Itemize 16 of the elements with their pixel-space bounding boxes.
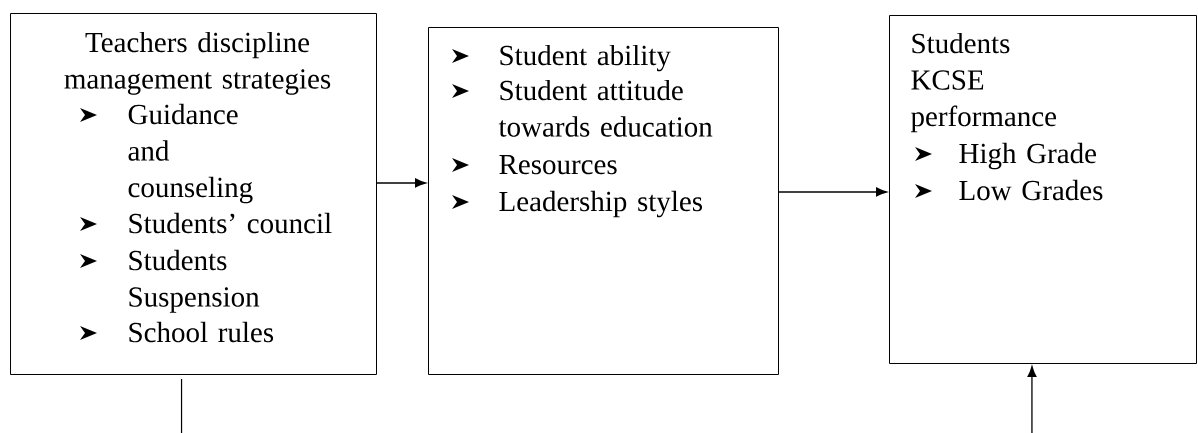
list-item: Students’ council	[129, 212, 332, 234]
list-item: Low Grades	[959, 179, 1103, 201]
arrow	[778, 187, 887, 197]
list-item: Students Suspension	[129, 249, 260, 313]
list-item: Student attitude towards education	[498, 79, 713, 137]
list-item: School rules	[129, 321, 274, 343]
list-item: Student ability	[500, 44, 671, 72]
arrow	[1027, 366, 1037, 433]
list-item: Leadership styles	[499, 190, 703, 218]
list-item: Resources	[499, 155, 617, 175]
box-heading: Students KCSE performance	[910, 32, 1057, 133]
list-item: Guidance and counseling	[128, 103, 253, 204]
connector-line	[180, 378, 183, 433]
list-item: High Grade	[959, 142, 1096, 170]
arrow	[376, 178, 426, 188]
box-heading: Teachers discipline management strategies	[64, 31, 331, 95]
